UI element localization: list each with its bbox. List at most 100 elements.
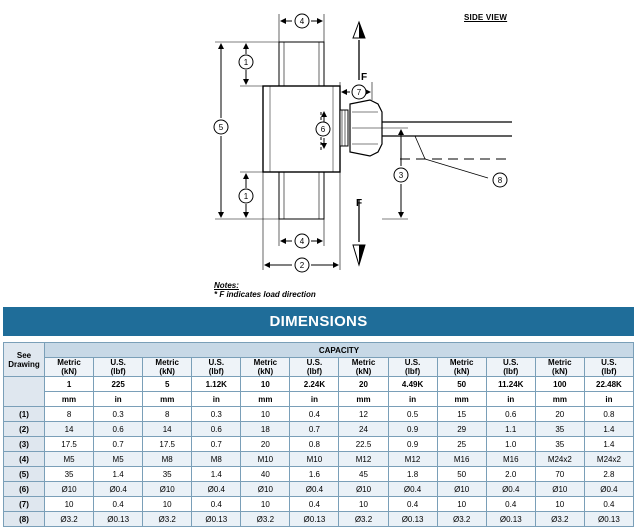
- unit-header: Metric(kN): [43, 357, 95, 377]
- unit-symbol: (kN): [552, 367, 568, 376]
- table-cell: Ø10: [436, 481, 487, 497]
- table-cell: 1.1: [485, 421, 536, 437]
- table-cell: Ø0.13: [93, 511, 144, 527]
- row-label: (3): [3, 436, 45, 452]
- table-cell: 1.8: [387, 466, 438, 482]
- table-cell: Ø10: [240, 481, 291, 497]
- unit-header: U.S.(lbf): [583, 357, 635, 377]
- capacity-value: 11.24K: [485, 376, 536, 392]
- length-unit: mm: [338, 391, 389, 407]
- table-cell: M8: [191, 451, 242, 467]
- unit-symbol: (lbf): [601, 367, 617, 376]
- table-cell: 35: [534, 421, 585, 437]
- unit-system: Metric: [253, 358, 278, 367]
- table-cell: 0.5: [387, 406, 438, 422]
- table-cell: 10: [338, 496, 389, 512]
- table-cell: Ø0.13: [289, 511, 340, 527]
- unit-system: Metric: [548, 358, 572, 367]
- unit-header: Metric(kN): [338, 357, 389, 377]
- table-cell: 14: [142, 421, 193, 437]
- capacity-value: 2.24K: [289, 376, 340, 392]
- table-cell: 50: [436, 466, 487, 482]
- table-cell: 10: [142, 496, 193, 512]
- unit-symbol: (kN): [453, 367, 470, 376]
- table-cell: 0.4: [387, 496, 438, 512]
- callout-number: 4: [300, 237, 305, 246]
- dimensions-table: See Drawing CAPACITY Metric(kN)U.S.(lbf)…: [3, 342, 635, 527]
- unit-system: Metric: [351, 358, 376, 367]
- unit-header-row: Metric(kN)U.S.(lbf)Metric(kN)U.S.(lbf)Me…: [4, 357, 635, 377]
- callout-number: 2: [300, 261, 305, 270]
- table-cell: Ø3.2: [534, 511, 585, 527]
- table-cell: 10: [534, 496, 585, 512]
- table-cell: M8: [142, 451, 193, 467]
- table-cell: 35: [43, 466, 95, 482]
- unit-symbol: (lbf): [208, 367, 224, 376]
- notes-line: * F indicates load direction: [214, 290, 316, 299]
- unit-system: U.S.: [110, 358, 126, 367]
- length-unit: mm: [534, 391, 585, 407]
- unit-header: U.S.(lbf): [289, 357, 340, 377]
- table-cell: M10: [289, 451, 340, 467]
- force-label-top: F: [361, 72, 367, 83]
- callout-number: 7: [357, 88, 362, 97]
- unit-header: U.S.(lbf): [485, 357, 536, 377]
- table-cell: 0.8: [289, 436, 340, 452]
- callout-number: 4: [300, 17, 305, 26]
- unit-header: Metric(kN): [436, 357, 487, 377]
- row-label: (2): [3, 421, 45, 437]
- table-cell: 0.8: [583, 406, 635, 422]
- callout-circle: [294, 257, 310, 273]
- unit-system: U.S.: [502, 358, 519, 367]
- callout-circle: [238, 188, 254, 204]
- table-cell: 0.6: [485, 406, 536, 422]
- force-arrow-bottom: [352, 244, 366, 267]
- table-cell: 15: [436, 406, 487, 422]
- table-cell: M10: [240, 451, 291, 467]
- table-cell: 70: [534, 466, 585, 482]
- table-cell: Ø0.4: [93, 481, 144, 497]
- table-cell: Ø10: [534, 481, 585, 497]
- table-cell: 17.5: [43, 436, 95, 452]
- capacity-value: 1: [43, 376, 95, 392]
- callout-number: 1: [244, 58, 249, 67]
- table-cell: Ø3.2: [240, 511, 291, 527]
- table-cell: 2.0: [485, 466, 536, 482]
- dimensions-banner: DIMENSIONS: [3, 307, 634, 336]
- table-cell: 0.4: [583, 496, 635, 512]
- length-unit: in: [93, 391, 144, 407]
- unit-symbol: (lbf): [503, 367, 519, 376]
- table-cell: 10: [240, 406, 291, 422]
- unit-system: U.S.: [404, 358, 421, 367]
- unit-symbol: (kN): [159, 367, 175, 376]
- table-cell: 14: [43, 421, 95, 437]
- table-cell: 1.0: [485, 436, 536, 452]
- table-cell: Ø0.13: [485, 511, 536, 527]
- table-cell: 10: [436, 496, 487, 512]
- table-cell: 1.6: [289, 466, 340, 482]
- callout-number: 3: [399, 171, 404, 180]
- table-cell: M24x2: [534, 451, 585, 467]
- table-cell: Ø0.4: [583, 481, 635, 497]
- unit-symbol: (lbf): [306, 367, 322, 376]
- table-cell: 35: [142, 466, 193, 482]
- callout-circle: [492, 172, 508, 188]
- row-label: (5): [3, 466, 45, 482]
- table-cell: 20: [240, 436, 291, 452]
- table-cell: 22.5: [338, 436, 389, 452]
- row-label: (4): [3, 451, 45, 467]
- unit-header: Metric(kN): [142, 357, 193, 377]
- table-cell: 0.7: [289, 421, 340, 437]
- capacity-value: 4.49K: [387, 376, 438, 392]
- table-cell: 0.4: [191, 496, 242, 512]
- table-cell: 0.4: [93, 496, 144, 512]
- table-cell: 10: [240, 496, 291, 512]
- table-cell: M12: [338, 451, 389, 467]
- table-cell: 17.5: [142, 436, 193, 452]
